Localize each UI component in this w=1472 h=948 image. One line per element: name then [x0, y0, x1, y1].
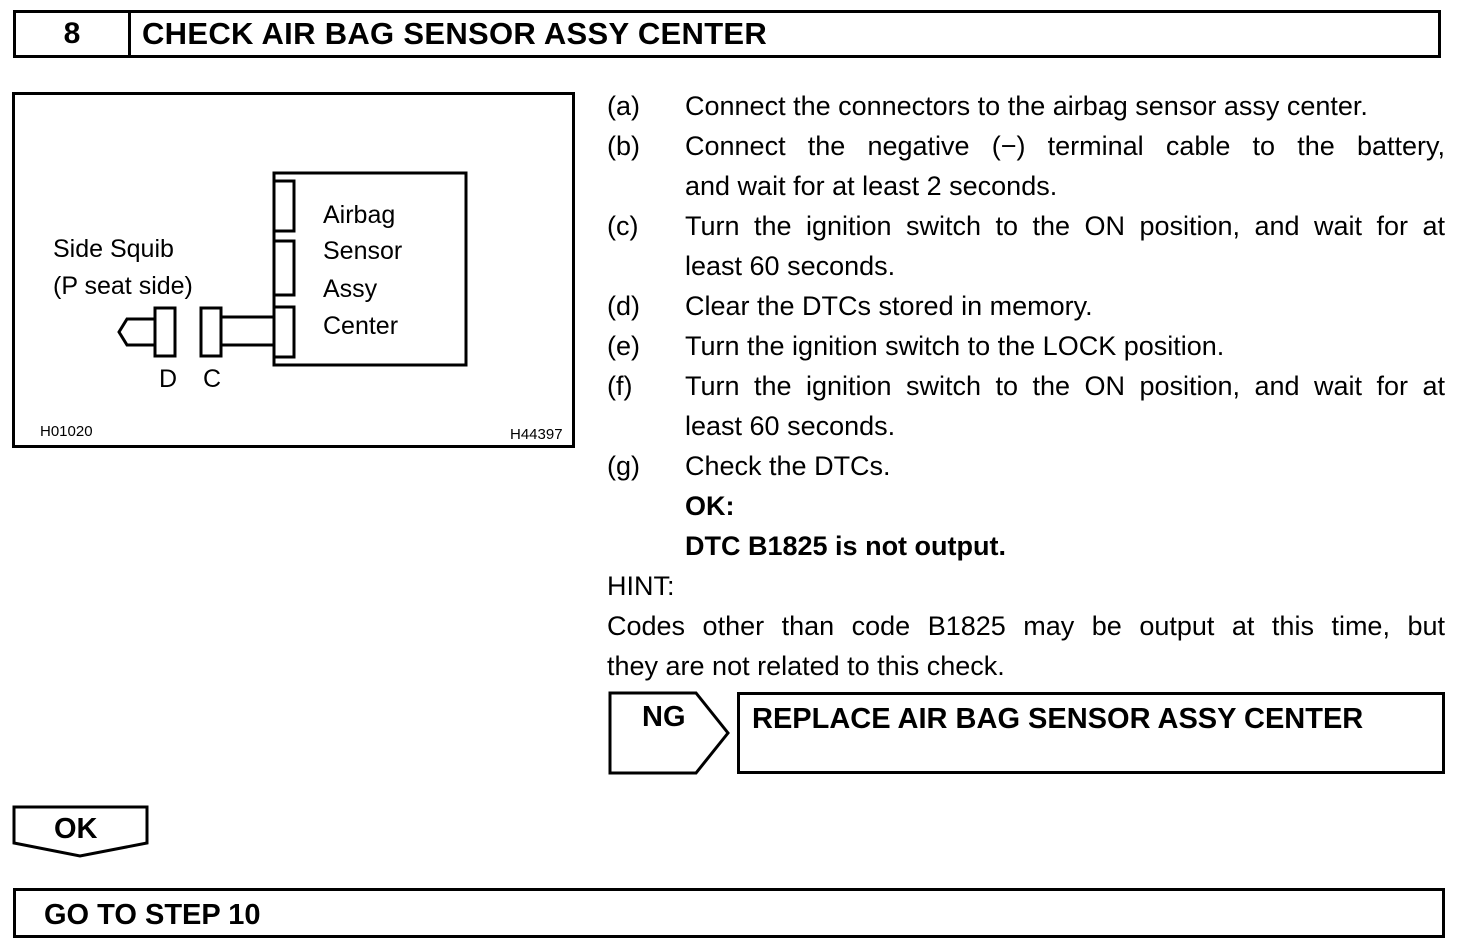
ng-tag: NG [642, 701, 686, 733]
ng-arrow-shape [608, 691, 730, 775]
ok-arrow-shape [12, 805, 149, 858]
step-number: 8 [16, 13, 131, 55]
step-header: 8 CHECK AIR BAG SENSOR ASSY CENTER [13, 10, 1441, 58]
step-b-text-2: and wait for at least 2 seconds. [685, 171, 1058, 201]
step-c-text-2: least 60 seconds. [685, 251, 896, 281]
figure-code-right: H44397 [510, 426, 563, 443]
step-e-text: Turn the ignition switch to the LOCK pos… [685, 331, 1225, 361]
sensor-label-2: Sensor [323, 237, 403, 265]
sensor-connector-2 [272, 239, 296, 297]
ok-criteria-label: OK: [685, 491, 735, 521]
step-f-text-1: Turn the ignition switch to the ON posit… [685, 371, 1445, 401]
step-g-text: Check the DTCs. [685, 451, 891, 481]
step-title: CHECK AIR BAG SENSOR ASSY CENTER [142, 16, 768, 51]
step-a-text: Connect the connectors to the airbag sen… [685, 91, 1368, 121]
hint-text-1: Codes other than code B1825 may be outpu… [607, 611, 1445, 641]
ok-criteria-text: DTC B1825 is not output. [685, 531, 1007, 561]
connector-diagram [117, 171, 468, 367]
hint-label: HINT: [607, 571, 675, 601]
side-squib-label-2: (P seat side) [53, 272, 193, 300]
sensor-label-3: Assy [323, 275, 378, 303]
step-d-label: (d) [607, 291, 640, 321]
figure-code-left: H01020 [40, 423, 93, 440]
side-squib-shape [117, 317, 155, 347]
connector-c-label: C [203, 365, 222, 393]
step-b-label: (b) [607, 131, 640, 161]
ok-arrow: OK [12, 805, 150, 859]
connector-d [153, 306, 177, 358]
step-d-text: Clear the DTCs stored in memory. [685, 291, 1093, 321]
connector-d-label: D [159, 365, 178, 393]
hint-text-2: they are not related to this check. [607, 651, 1005, 681]
step-g-label: (g) [607, 451, 640, 481]
step-c-text-1: Turn the ignition switch to the ON posit… [685, 211, 1445, 241]
sensor-connector-1 [272, 179, 296, 233]
step-f-label: (f) [607, 371, 633, 401]
step-b-text-1: Connect the negative (−) terminal cable … [685, 131, 1445, 161]
side-squib-label-1: Side Squib [53, 235, 174, 263]
connector-c [199, 306, 223, 358]
ng-arrow: NG [608, 691, 732, 777]
ok-tag: OK [54, 813, 98, 845]
ng-action-text: REPLACE AIR BAG SENSOR ASSY CENTER [752, 703, 1364, 735]
step-c-label: (c) [607, 211, 639, 241]
sensor-connector-3 [272, 305, 296, 359]
sensor-label-1: Airbag [323, 201, 396, 229]
step-a-label: (a) [607, 91, 640, 121]
wiring-figure: Side Squib (P seat side) Airbag Sensor A… [12, 92, 575, 448]
go-to-step-box: GO TO STEP 10 [13, 888, 1445, 938]
step-e-label: (e) [607, 331, 640, 361]
sensor-label-4: Center [323, 312, 399, 340]
step-f-text-2: least 60 seconds. [685, 411, 896, 441]
go-to-step-text: GO TO STEP 10 [44, 899, 261, 931]
ng-action-box: REPLACE AIR BAG SENSOR ASSY CENTER [737, 692, 1445, 774]
